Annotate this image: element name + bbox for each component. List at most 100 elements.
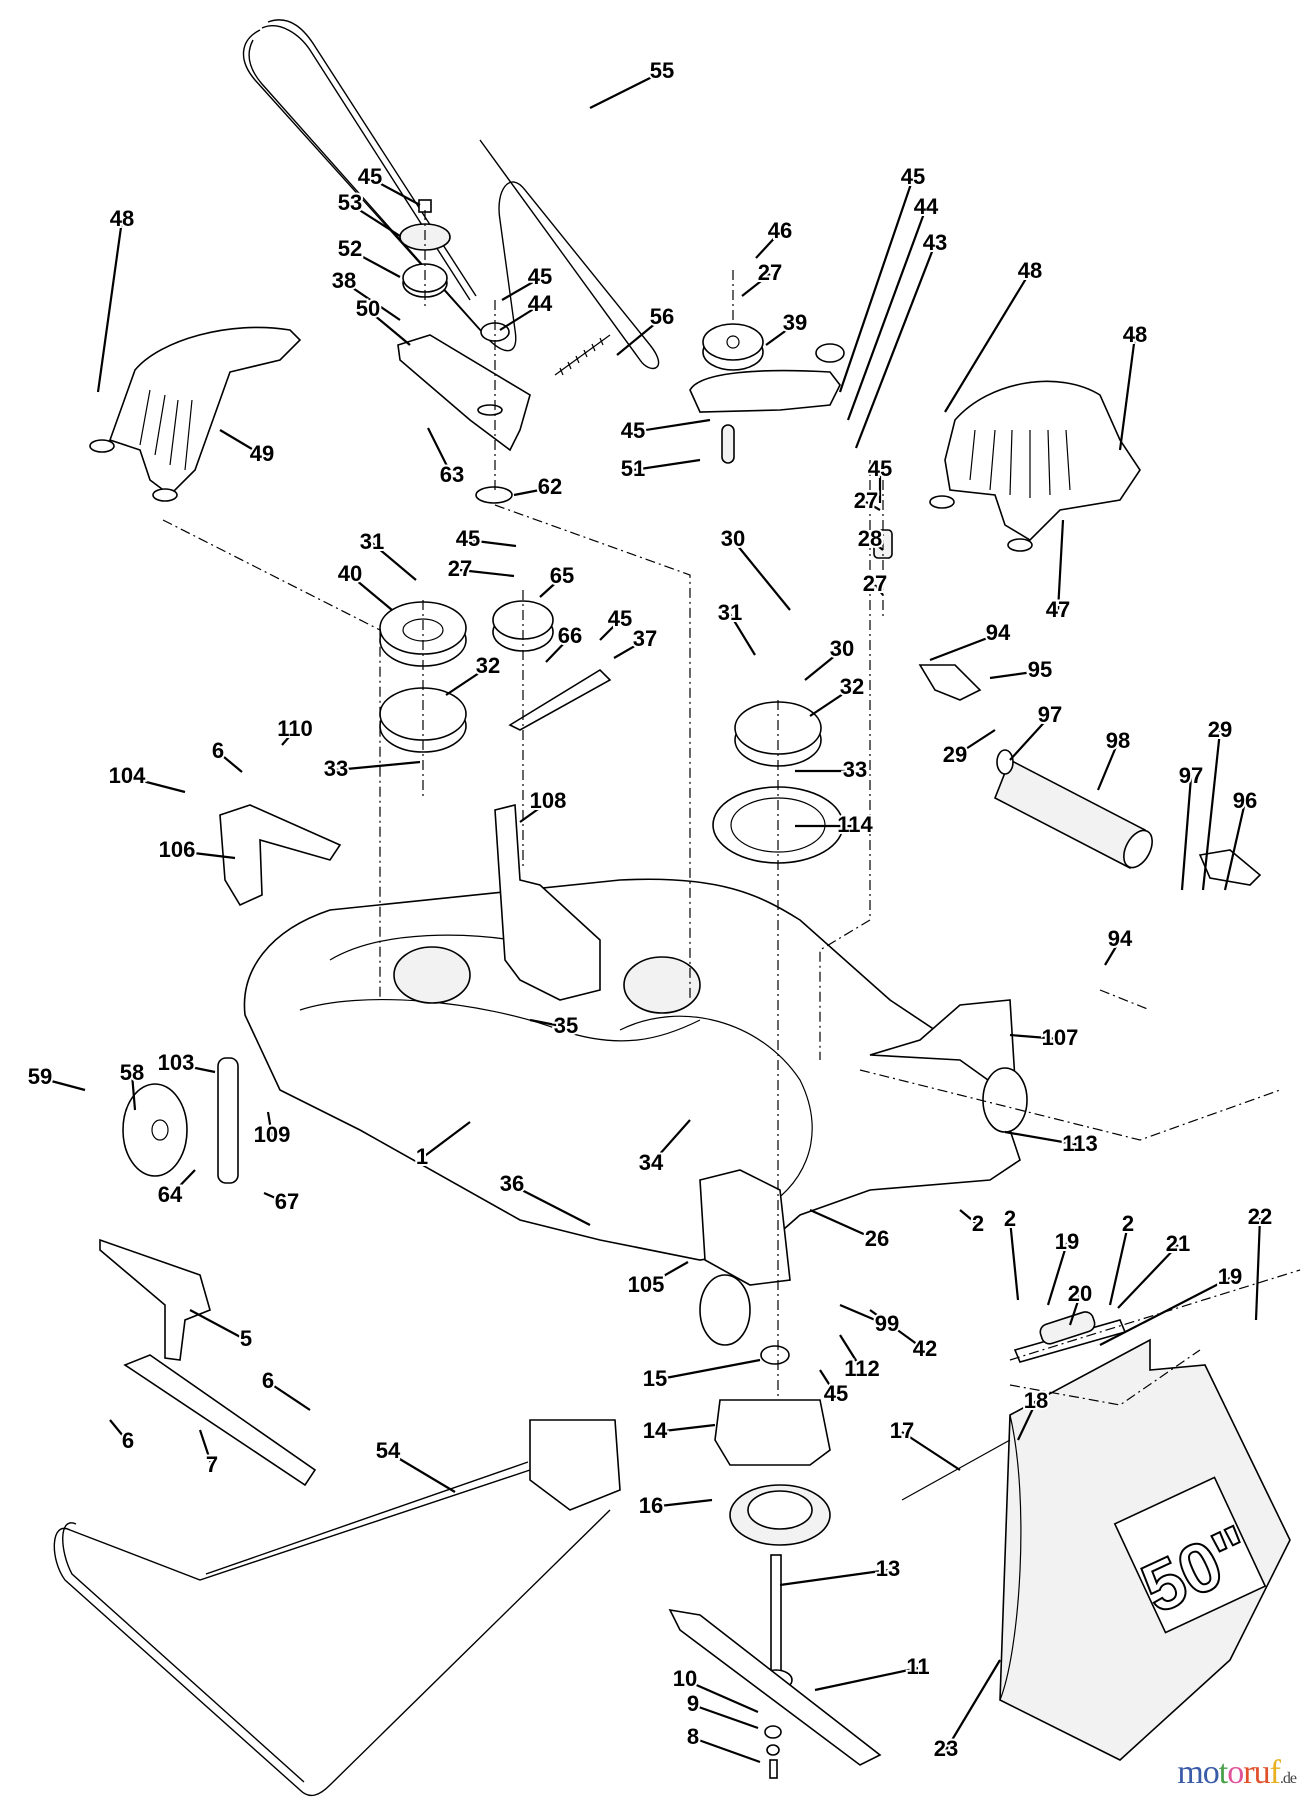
leader-line-58	[130, 1073, 137, 1111]
wheel-bracket-103	[217, 1057, 239, 1184]
callout-27: 27	[758, 260, 782, 285]
discharge-chute-23: 50"	[999, 1338, 1291, 1761]
belt-54	[53, 1419, 621, 1797]
leader-line-39	[765, 323, 796, 346]
spacer-44-right	[815, 343, 845, 363]
callout-38: 38	[332, 268, 356, 293]
callout-2: 2	[1122, 1211, 1134, 1236]
leader-line-45	[369, 177, 421, 206]
callout-45: 45	[608, 606, 632, 631]
callout-45: 45	[621, 418, 645, 443]
leader-line-35	[529, 1018, 567, 1029]
leader-line-27	[459, 568, 515, 578]
callout-96: 96	[1233, 788, 1257, 813]
leader-line-55	[589, 71, 663, 109]
leader-line-110	[281, 729, 296, 746]
callout-32: 32	[840, 674, 864, 699]
leader-line-5	[189, 1309, 247, 1341]
leader-line-49	[219, 429, 263, 456]
callout-94: 94	[1108, 926, 1133, 951]
leader-line-2	[959, 1209, 979, 1226]
callout-39: 39	[783, 310, 807, 335]
leader-line-65	[539, 576, 563, 598]
callout-18: 18	[1024, 1388, 1048, 1413]
leader-line-98	[1096, 741, 1120, 791]
leader-line-14	[654, 1423, 716, 1434]
leader-line-29	[1201, 730, 1222, 891]
leader-line-1	[421, 1121, 471, 1159]
callout-6: 6	[262, 1368, 274, 1393]
callout-32: 32	[476, 653, 500, 678]
leader-line-44	[846, 207, 928, 421]
callout-105: 105	[628, 1272, 665, 1297]
callout-48: 48	[1018, 258, 1042, 283]
leader-line-53	[349, 203, 401, 237]
callout-27: 27	[854, 488, 878, 513]
callout-6: 6	[122, 1428, 134, 1453]
callout-21: 21	[1166, 1231, 1190, 1256]
washer-62	[475, 486, 513, 504]
leader-line-52	[349, 249, 401, 278]
bracket-105	[699, 1169, 791, 1346]
leader-line-33	[335, 760, 421, 772]
spring-56	[554, 334, 611, 376]
callout-112: 112	[844, 1356, 880, 1381]
callout-31: 31	[360, 529, 384, 554]
watermark-letter: f	[1269, 1754, 1281, 1791]
callout-9: 9	[687, 1691, 699, 1716]
callout-51: 51	[621, 456, 645, 481]
leader-line-56	[616, 317, 663, 356]
callout-56: 56	[650, 304, 674, 329]
callout-58: 58	[120, 1060, 144, 1085]
leader-line-6	[217, 751, 243, 773]
callout-45: 45	[824, 1381, 848, 1406]
callout-99: 99	[875, 1311, 899, 1336]
leader-line-23	[945, 1659, 1001, 1751]
callout-45: 45	[456, 526, 480, 551]
callout-33: 33	[843, 757, 867, 782]
watermark-logo: motoruf.de	[1177, 1754, 1297, 1792]
leader-line-7	[198, 1429, 214, 1467]
callout-97: 97	[1179, 763, 1203, 788]
callout-59: 59	[28, 1064, 52, 1089]
callout-30: 30	[830, 636, 854, 661]
callout-13: 13	[876, 1556, 900, 1581]
callout-48: 48	[110, 206, 134, 231]
blade-cover-right	[929, 380, 1141, 552]
leader-line-64	[169, 1169, 196, 1197]
callout-35: 35	[554, 1013, 578, 1038]
leader-line-66	[545, 636, 571, 663]
leader-line-95	[989, 669, 1041, 680]
leader-line-45	[501, 277, 541, 301]
leader-line-97	[1180, 776, 1193, 891]
callout-53: 53	[338, 190, 362, 215]
leader-line-29	[954, 729, 996, 757]
washer-10	[764, 1725, 782, 1739]
callout-97: 97	[1038, 702, 1062, 727]
callout-31: 31	[718, 600, 742, 625]
leader-line-27	[874, 584, 884, 596]
mower-deck-1	[243, 878, 1021, 1261]
spring-bracket-20	[1013, 1311, 1127, 1363]
callout-17: 17	[890, 1418, 914, 1443]
callout-29: 29	[1208, 717, 1232, 742]
leader-line-30	[804, 649, 843, 681]
callout-50: 50	[356, 296, 380, 321]
leader-line-22	[1254, 1217, 1262, 1321]
leader-line-54	[387, 1451, 456, 1493]
belt-55	[242, 19, 660, 370]
leader-line-26	[809, 1208, 878, 1242]
callout-5: 5	[240, 1326, 252, 1351]
leader-line-44	[499, 304, 541, 331]
leader-line-63	[427, 427, 453, 477]
blade-11	[668, 1608, 882, 1766]
callout-1: 1	[416, 1144, 428, 1169]
callout-54: 54	[376, 1438, 401, 1463]
callout-114: 114	[837, 812, 873, 837]
callout-104: 104	[109, 763, 146, 788]
callout-49: 49	[250, 441, 274, 466]
callout-113: 113	[1062, 1131, 1098, 1156]
leader-line-31	[371, 542, 417, 581]
link-7	[123, 1354, 317, 1487]
